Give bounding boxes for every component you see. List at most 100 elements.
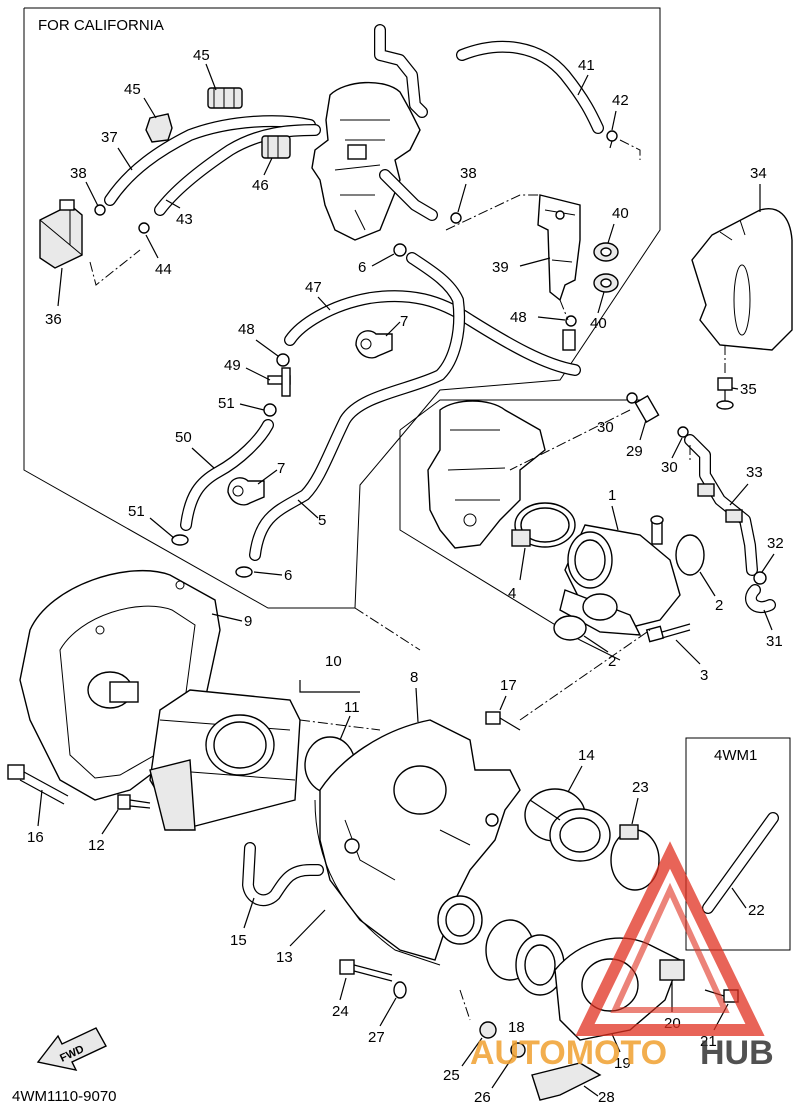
callout-35: 35	[740, 381, 757, 398]
callout-37: 37	[101, 129, 118, 146]
callout-32: 32	[767, 535, 784, 552]
watermark-brand-part1: AUTOMOTO	[470, 1034, 667, 1072]
callout-11: 11	[344, 699, 360, 716]
callout-40-upper: 40	[612, 205, 629, 222]
air-filter-element-10	[149, 689, 301, 831]
callout-21: 21	[700, 1033, 717, 1050]
catalog-code: 4WM1110-9070	[12, 1088, 117, 1105]
washer-27	[393, 981, 407, 999]
hose-clamp-45-lower	[145, 113, 173, 143]
o-ring-2-right	[675, 534, 705, 576]
air-cut-valve-36	[39, 199, 83, 269]
callout-7-upper: 7	[400, 313, 408, 330]
callout-38-left: 38	[70, 165, 87, 182]
bolt-17	[485, 711, 521, 731]
air-filter-case-8	[319, 719, 521, 961]
callout-15: 15	[230, 932, 247, 949]
bolt-24	[339, 959, 393, 982]
callout-30-right: 30	[661, 459, 678, 476]
callout-45-lower: 45	[124, 81, 141, 98]
callout-16: 16	[27, 829, 44, 846]
bolt-12	[117, 794, 151, 810]
carburetor-outline-lower	[427, 400, 546, 549]
callout-19: 19	[614, 1055, 631, 1072]
callout-23: 23	[632, 779, 649, 796]
california-emission-section: FOR CALIFORNIA	[23, 7, 661, 609]
callout-4: 4	[508, 585, 516, 602]
clip-30-left	[626, 392, 638, 404]
intake-boot-14	[524, 788, 611, 862]
t-joint-49	[267, 367, 291, 397]
callout-5: 5	[318, 512, 326, 529]
callout-33: 33	[746, 464, 763, 481]
air-filter-case-lower-edge	[314, 799, 441, 966]
bracket-20	[659, 959, 685, 981]
california-title: FOR CALIFORNIA	[38, 17, 164, 34]
callout-6-upper: 6	[358, 259, 366, 276]
carburetor-joint-1	[559, 515, 681, 636]
inset-title: 4WM1	[714, 747, 757, 764]
automotohub-watermark: AUTOMOTO HUB	[470, 841, 774, 1072]
intake-manifold-section	[399, 208, 793, 661]
callout-10: 10	[325, 653, 342, 670]
callout-38-right: 38	[460, 165, 477, 182]
bolt-3	[645, 623, 691, 643]
hose-clamp-4	[511, 502, 576, 548]
callout-34: 34	[750, 165, 767, 182]
callout-41: 41	[578, 57, 595, 74]
watermark-brand-part2: HUB	[700, 1034, 774, 1072]
intake-boot-18	[485, 919, 565, 996]
callout-7-lower: 7	[277, 460, 285, 477]
o-ring-2-lower	[553, 615, 587, 641]
manifold-area-border-top	[399, 399, 640, 431]
callout-40-lower: 40	[590, 315, 607, 332]
callout-42: 42	[612, 92, 629, 109]
callout-45-upper: 45	[193, 47, 210, 64]
hose-clamp-23	[610, 824, 660, 891]
callout-49: 49	[224, 357, 241, 374]
callout-8: 8	[410, 669, 418, 686]
callout-39: 39	[492, 259, 509, 276]
hose-clamp-45-upper	[207, 87, 243, 109]
callout-48-left: 48	[238, 321, 255, 338]
air-filter-callouts: 9 10 11 8 17 14 23 16 12 15 13 24 27 18 …	[27, 613, 729, 1106]
forward-direction-arrow: FWD	[36, 1027, 107, 1071]
hose-holder-7-lower	[227, 477, 265, 506]
reed-valve-bracket-39	[537, 194, 581, 302]
callout-36: 36	[45, 311, 62, 328]
callout-28: 28	[598, 1089, 615, 1106]
callout-31: 31	[766, 633, 783, 650]
callout-27: 27	[368, 1029, 385, 1046]
air-filter-section	[7, 569, 739, 1101]
callout-2-right: 2	[715, 597, 723, 614]
callout-48-right: 48	[510, 309, 527, 326]
watermark-triangle-logo	[575, 841, 765, 1036]
carburetor-outline-top	[311, 81, 421, 241]
callout-9: 9	[244, 613, 252, 630]
callout-17: 17	[500, 677, 517, 694]
rubber-grommet-40	[593, 242, 619, 293]
manifold-area-border-bottom	[399, 430, 621, 661]
callout-44: 44	[155, 261, 172, 278]
collar-25	[479, 1021, 497, 1039]
callout-13: 13	[276, 949, 293, 966]
hose-holder-7-upper	[355, 330, 393, 359]
callout-2-lower: 2	[608, 653, 616, 670]
callout-14: 14	[578, 747, 595, 764]
hose-joint-46	[261, 135, 291, 159]
callout-29: 29	[626, 443, 643, 460]
callout-47: 47	[305, 279, 322, 296]
callout-18: 18	[508, 1019, 525, 1036]
inset-4wm1: 4WM1 22	[685, 737, 791, 951]
callout-26: 26	[474, 1089, 491, 1106]
clip-30-right	[677, 426, 689, 438]
callout-1: 1	[608, 487, 616, 504]
screw-35	[716, 377, 734, 410]
callout-46: 46	[252, 177, 269, 194]
manifold-callouts: 34 35 30 29 30 33 32 31 1 4 2 2 3	[508, 165, 784, 684]
side-cover-34	[691, 208, 793, 351]
callout-24: 24	[332, 1003, 349, 1020]
callout-51-upper: 51	[218, 395, 235, 412]
